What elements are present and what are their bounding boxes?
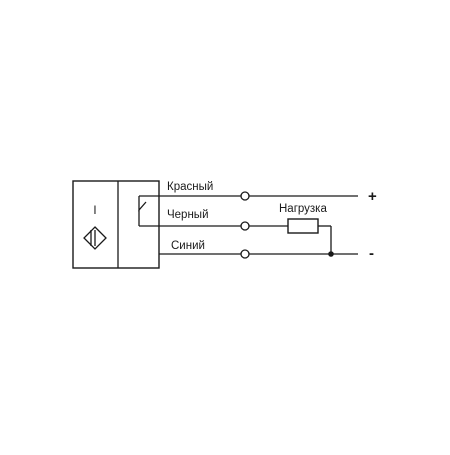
sensor-body: I	[72, 180, 160, 269]
terminal-black	[240, 221, 250, 231]
wire-black: Черный	[159, 209, 332, 254]
inductive-sensor-symbol-icon	[83, 226, 107, 250]
wire-blue-label: Синий	[171, 240, 205, 252]
sensor-type-symbol: I	[93, 205, 96, 217]
load-resistor-box	[287, 218, 319, 234]
terminal-red	[240, 191, 250, 201]
supply-minus-sign: -	[369, 245, 374, 262]
wire-red-label: Красный	[167, 181, 213, 193]
terminal-blue	[240, 249, 250, 259]
load-label: Нагрузка	[279, 203, 327, 215]
sensor-outline	[72, 180, 160, 269]
wire-black-label: Черный	[167, 209, 209, 221]
supply-plus-sign: +	[368, 188, 377, 205]
switch-contact	[138, 195, 159, 227]
wire-blue: Синий	[159, 240, 358, 259]
junction-dot	[328, 251, 334, 257]
wire-red: Красный	[159, 181, 358, 201]
load-resistor: Нагрузка	[279, 203, 327, 234]
